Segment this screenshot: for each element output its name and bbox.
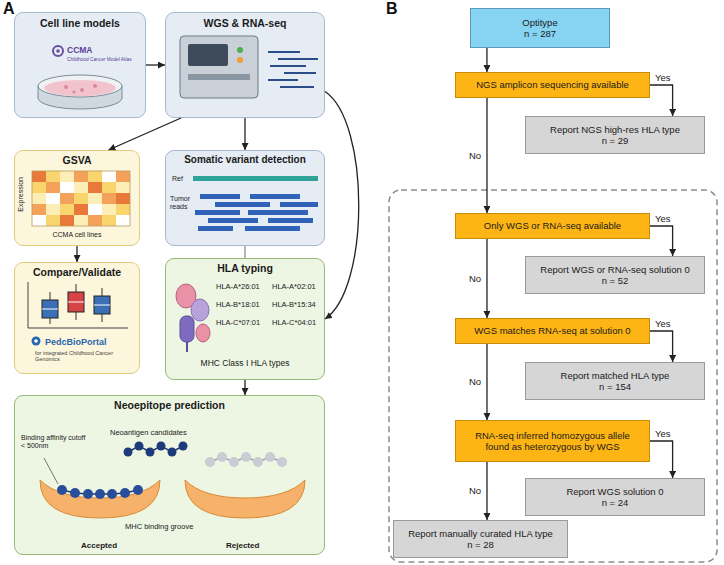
node-title: Cell line models bbox=[15, 17, 145, 29]
node-title: Report WGS solution 0 bbox=[566, 486, 663, 497]
connector bbox=[486, 98, 487, 213]
panel-label: A bbox=[3, 0, 15, 18]
decision-box: RNA-seq inferred homozygous allele found… bbox=[455, 420, 650, 462]
edge-label: Yes bbox=[655, 213, 671, 224]
group-frame bbox=[389, 190, 717, 562]
start-box: Optitypen = 287 bbox=[470, 8, 610, 48]
node-text: Childhood Cancer Model Atlas bbox=[67, 57, 132, 63]
node-text: n = 52 bbox=[602, 275, 629, 286]
node-title: Neoepitope prediction bbox=[15, 399, 324, 411]
text-stack: NGS amplicon sequencing available bbox=[456, 73, 649, 97]
connector bbox=[109, 118, 182, 150]
text-stack: RNA-seq inferred homozygous allele found… bbox=[456, 421, 649, 461]
node-text: Ref bbox=[172, 175, 183, 183]
node-text: Neoantigen candidates bbox=[110, 429, 187, 438]
edge-label: Yes bbox=[655, 428, 671, 439]
group-frame bbox=[389, 190, 717, 562]
text-stack: Report WGS solution 0n = 24 bbox=[526, 479, 704, 515]
connector bbox=[650, 331, 673, 362]
panel-label: B bbox=[386, 0, 398, 18]
node-title: Optitype bbox=[522, 17, 557, 28]
node-title: Compare/Validate bbox=[15, 266, 139, 278]
node-text: n = 287 bbox=[524, 28, 556, 39]
node-text: MHC Class I HLA types bbox=[166, 359, 324, 369]
node-text: CCMA bbox=[67, 46, 93, 56]
process-box: Cell line modelsCCMAChildhood Cancer Mod… bbox=[14, 12, 146, 118]
result-box: Report WGS or RNA-seq solution 0n = 52 bbox=[525, 256, 705, 294]
decision-box: Only WGS or RNA-seq available bbox=[455, 213, 650, 239]
node-text: Tumor reads bbox=[170, 195, 196, 211]
node-text: HLA-A*26:01 bbox=[216, 283, 260, 292]
process-box: Neoepitope predictionNeoantigen candidat… bbox=[14, 395, 325, 555]
node-title: Only WGS or RNA-seq available bbox=[484, 220, 621, 231]
connector bbox=[650, 226, 673, 256]
process-box: Somatic variant detectionRefTumor reads bbox=[165, 150, 325, 246]
node-title: Report WGS or RNA-seq solution 0 bbox=[540, 264, 689, 275]
connector bbox=[76, 246, 77, 262]
edge-label: No bbox=[469, 273, 481, 284]
node-text: n = 154 bbox=[599, 381, 631, 392]
edge-label: No bbox=[469, 485, 481, 496]
node-text: CCMA cell lines bbox=[15, 231, 139, 239]
connector bbox=[486, 462, 487, 520]
node-text: HLA-C*07:01 bbox=[216, 319, 260, 328]
decision-box: NGS amplicon sequencing available bbox=[455, 72, 650, 98]
edge-label: No bbox=[469, 150, 481, 161]
text-stack: Optitypen = 287 bbox=[471, 9, 609, 47]
edge-label: No bbox=[469, 376, 481, 387]
connector bbox=[325, 92, 359, 320]
result-box: Report WGS solution 0n = 24 bbox=[525, 478, 705, 516]
connector bbox=[146, 64, 165, 65]
node-text: HLA-A*02:01 bbox=[272, 283, 316, 292]
connector bbox=[486, 48, 487, 72]
node-text: Accepted bbox=[81, 541, 117, 550]
node-title: WGS matches RNA-seq at solution 0 bbox=[474, 325, 630, 336]
process-box: Compare/ValidatePedcBioPortal for integra… bbox=[14, 262, 140, 374]
node-title: GSVA bbox=[15, 154, 139, 166]
node-text: n = 29 bbox=[602, 135, 629, 146]
connector bbox=[650, 85, 673, 116]
node-title: RNA-seq inferred homozygous allele found… bbox=[462, 430, 643, 453]
text-stack: Report manually curated HLA typen = 28 bbox=[394, 521, 567, 557]
node-text: n = 24 bbox=[602, 497, 629, 508]
node-text: Binding affinity cutoff < 500nm bbox=[21, 434, 91, 450]
node-title: Somatic variant detection bbox=[166, 154, 324, 166]
text-stack: Report NGS high-res HLA typen = 29 bbox=[526, 117, 704, 153]
result-box: Report manually curated HLA typen = 28 bbox=[393, 520, 568, 558]
connector bbox=[486, 239, 487, 318]
process-box: HLA typingHLA-A*26:01 HLA-A*02:01HLA-B*18… bbox=[165, 258, 325, 380]
node-title: Report NGS high-res HLA type bbox=[550, 124, 680, 135]
node-title: NGS amplicon sequencing available bbox=[476, 79, 629, 90]
node-text: Rejected bbox=[226, 541, 259, 550]
decision-box: WGS matches RNA-seq at solution 0 bbox=[455, 318, 650, 344]
node-text: HLA-B*15:34 bbox=[272, 301, 316, 310]
node-text: HLA-C*04:01 bbox=[272, 319, 316, 328]
connector bbox=[650, 441, 673, 478]
process-box: WGS & RNA-seq bbox=[165, 12, 325, 118]
connector bbox=[244, 380, 245, 395]
connector bbox=[486, 344, 487, 420]
text-stack: Report WGS or RNA-seq solution 0n = 52 bbox=[526, 257, 704, 293]
node-title: Report manually curated HLA type bbox=[408, 528, 553, 539]
node-text: PedcBioPortal bbox=[45, 337, 107, 347]
connector bbox=[244, 118, 245, 150]
result-box: Report NGS high-res HLA typen = 29 bbox=[525, 116, 705, 154]
node-title: HLA typing bbox=[166, 262, 324, 274]
process-box: GSVA ExpressionCCMA cell lines bbox=[14, 150, 140, 246]
node-title: WGS & RNA-seq bbox=[166, 17, 324, 29]
node-text: HLA-B*18:01 bbox=[216, 301, 260, 310]
node-title: Report matched HLA type bbox=[561, 370, 670, 381]
connector bbox=[244, 246, 246, 258]
node-text: Expression bbox=[17, 177, 25, 212]
text-stack: WGS matches RNA-seq at solution 0 bbox=[456, 319, 649, 343]
result-box: Report matched HLA typen = 154 bbox=[525, 362, 705, 400]
node-text: for integrated Childhood Cancer Genomics bbox=[35, 350, 131, 363]
text-stack: Only WGS or RNA-seq available bbox=[456, 214, 649, 238]
edge-label: Yes bbox=[655, 318, 671, 329]
text-stack: Report matched HLA typen = 154 bbox=[526, 363, 704, 399]
node-text: n = 28 bbox=[467, 539, 494, 550]
node-text: MHC binding groove bbox=[125, 523, 193, 532]
edge-label: Yes bbox=[655, 72, 671, 83]
